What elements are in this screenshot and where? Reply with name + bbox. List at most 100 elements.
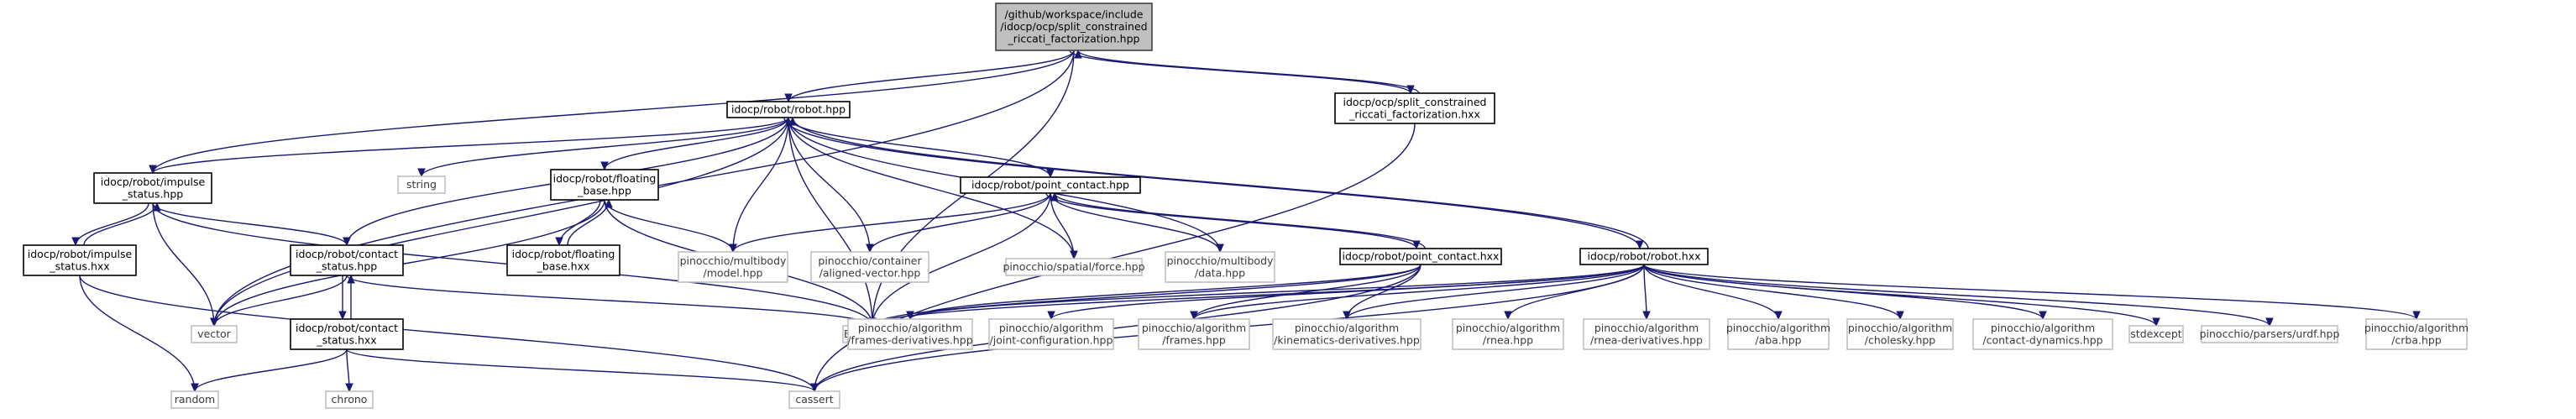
node-impulse-hpp[interactable]: idocp/robot/impulse_status.hpp [93, 172, 212, 204]
node-force: pinocchio/spatial/force.hpp [1003, 258, 1145, 276]
edge-arrowhead [1504, 311, 1512, 321]
edge-robot_hxx-to-crba [1643, 264, 2421, 321]
node-chrono: chrono [325, 390, 374, 409]
edge-line [872, 264, 1422, 327]
node-label-line: _status.hpp [122, 187, 183, 200]
node-label-line: /frames-derivatives.hpp [847, 333, 972, 346]
edge-robot_hpp-to-floating_hpp [600, 117, 789, 171]
edge-robot_hxx-to-urdf [1643, 264, 2274, 327]
node-kin-deriv: pinocchio/algorithm/kinematics-derivativ… [1272, 318, 1422, 350]
node-random: random [170, 390, 219, 409]
edge-arrowhead [2152, 317, 2160, 327]
node-main[interactable]: /github/workspace/include/idocp/ocp/spli… [995, 3, 1153, 51]
node-label-line: pinocchio/container [818, 254, 922, 267]
node-label-line: /model.hpp [704, 266, 763, 279]
edge-contact_hpp-to-vector [210, 275, 348, 327]
node-cassert: cassert [788, 390, 840, 409]
edge-arrowhead [600, 161, 609, 171]
edge-main-to-robot_hpp [784, 50, 1075, 103]
node-box [397, 175, 446, 194]
edge-arrowhead [729, 244, 737, 254]
node-label-line: idocp/robot/floating [512, 248, 615, 260]
edge-line [1346, 264, 1645, 320]
node-label-line: pinocchio/multibody [680, 254, 787, 267]
node-robot-hpp[interactable]: idocp/robot/robot.hpp [726, 101, 851, 118]
node-rnea-deriv: pinocchio/algorithm/rnea-derivatives.hpp [1583, 318, 1710, 350]
edge-contact_hpp-to-eigen [346, 275, 877, 327]
node-frames: pinocchio/algorithm/frames.hpp [1138, 318, 1250, 350]
node-label-line: pinocchio/multibody [1167, 254, 1274, 267]
node-label-line: pinocchio/algorithm [1594, 322, 1699, 334]
node-box [1272, 318, 1422, 350]
node-contact-hxx[interactable]: idocp/robot/contact_status.hxx [290, 318, 404, 350]
node-box [1452, 318, 1564, 350]
node-robot-hxx[interactable]: idocp/robot/robot.hxx [1579, 248, 1709, 265]
node-label-line: _base.hpp [577, 184, 631, 196]
edge-line [872, 192, 1051, 327]
node-box [1339, 248, 1502, 265]
edge-line [1045, 192, 1417, 249]
edge-line [1643, 264, 2157, 327]
edge-line [79, 275, 196, 392]
node-label-line: /joint-configuration.hpp [990, 333, 1113, 346]
edge-line [1643, 264, 2417, 320]
edge-robot_hxx-to-frames [1190, 264, 1645, 321]
edge-line [1643, 264, 1647, 320]
edge-line [792, 117, 1649, 249]
node-main-hxx[interactable]: idocp/ocp/split_constrained_riccati_fact… [1334, 92, 1495, 124]
edge-contact_hxx-to-random [191, 348, 348, 393]
edge-arrowhead [1636, 240, 1644, 250]
edge-line [788, 117, 871, 253]
node-box [1005, 258, 1143, 276]
node-point-hpp[interactable]: idocp/robot/point_contact.hpp [960, 176, 1141, 194]
node-floating-hpp[interactable]: idocp/robot/floating_base.hpp [550, 169, 659, 201]
edge-line [1643, 264, 1779, 320]
node-vector: vector [191, 325, 238, 343]
edge-arrowhead [1190, 311, 1198, 321]
edge-arrowhead [1046, 169, 1055, 179]
edge-line [1050, 192, 1075, 259]
edge-robot_hxx-to-robot_hpp [788, 116, 1649, 249]
edge-robot_hxx-to-joint_conf [1047, 264, 1645, 321]
edge-arrowhead [149, 165, 157, 175]
node-impulse-hxx[interactable]: idocp/robot/impulse_status.hxx [23, 244, 137, 276]
node-label-line: /rnea-derivatives.hpp [1590, 333, 1703, 346]
node-box [550, 169, 659, 201]
node-box [1334, 92, 1495, 124]
node-box [1138, 318, 1250, 350]
node-label-line: /kinematics-derivatives.hpp [1274, 333, 1420, 346]
node-box [191, 325, 238, 343]
edge-arrowhead [71, 237, 80, 247]
edge-robot_hpp-to-string [417, 117, 789, 178]
node-label-line: _status.hpp [316, 259, 377, 272]
edge-contact_hxx-to-contact_hpp [347, 274, 355, 319]
node-label-line: /contact-dynamics.hpp [1982, 333, 2102, 346]
edge-arrowhead [866, 244, 874, 254]
edge-arrowhead [906, 311, 914, 321]
edge-point_hpp-to-force [1050, 192, 1078, 260]
edge-impulse_hxx-to-random [79, 275, 199, 393]
edge-arrowhead [1343, 311, 1351, 321]
edge-line [152, 202, 348, 246]
node-box [1727, 318, 1830, 350]
edge-arrowhead [345, 383, 353, 393]
node-label-line: _base.hxx [537, 259, 590, 272]
edge-impulse_hxx-to-impulse_hpp [83, 202, 161, 246]
edge-line [604, 117, 789, 170]
node-stdexcept: stdexcept [2128, 325, 2184, 343]
node-label-line: /idocp/ocp/split_constrained [1000, 20, 1147, 33]
node-label-line: random [175, 393, 215, 406]
node-box [2365, 318, 2468, 350]
node-crba: pinocchio/algorithm/crba.hpp [2364, 318, 2469, 350]
header-nodes: /github/workspace/include/idocp/ocp/spli… [23, 3, 2469, 409]
edge-line [213, 199, 605, 327]
node-floating-hxx[interactable]: idocp/robot/floating_base.hxx [506, 244, 620, 276]
edge-line [869, 192, 1051, 253]
node-label-line: _riccati_factorization.hxx [1348, 107, 1480, 120]
node-label-line: vector [197, 327, 232, 340]
node-box [788, 390, 840, 409]
edge-contact_hpp-to-contact_hxx [338, 275, 347, 321]
node-contact-hpp[interactable]: idocp/robot/contact_status.hpp [290, 244, 404, 276]
node-point-hxx[interactable]: idocp/robot/point_contact.hxx [1339, 248, 1502, 265]
